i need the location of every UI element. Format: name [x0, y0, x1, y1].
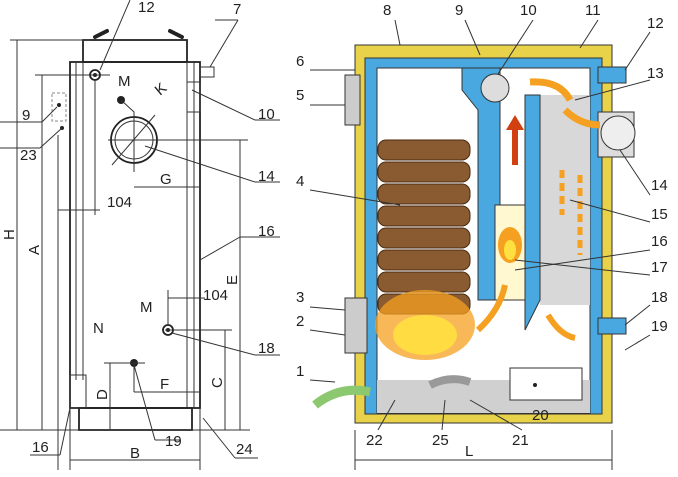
callout-14: 14 — [651, 177, 668, 194]
callout-25: 25 — [432, 432, 449, 449]
section-view: 8 9 10 11 12 6 13 5 14 4 15 16 17 3 18 2… — [296, 2, 668, 470]
handle-icon — [93, 29, 184, 39]
callout-24: 24 — [236, 441, 253, 458]
callout-7: 7 — [233, 1, 241, 18]
dim-D: D — [94, 389, 111, 400]
label-K: K — [152, 80, 171, 99]
door-5 — [344, 74, 361, 126]
boiler-body — [69, 61, 201, 409]
callout-17: 17 — [651, 259, 668, 276]
dim-H: H — [1, 229, 18, 240]
callout-23: 23 — [20, 147, 37, 164]
ash-pan-20 — [509, 367, 583, 401]
callout-12: 12 — [138, 0, 155, 16]
callout-10: 10 — [520, 2, 537, 19]
dim-G: G — [160, 171, 172, 188]
callout-18: 18 — [651, 289, 668, 306]
flow-arrow-up — [506, 115, 524, 165]
front-view: 12 7 9 23 10 14 16 18 19 16 24 H A E C D… — [0, 0, 280, 470]
callout-5: 5 — [296, 87, 304, 104]
callout-15: 15 — [651, 206, 668, 223]
flue-baffle — [461, 67, 501, 301]
callout-16-left: 16 — [32, 439, 49, 456]
callout-11: 11 — [585, 2, 601, 19]
callout-16-right: 16 — [258, 223, 275, 240]
dim-104-bottom: 104 — [203, 287, 228, 304]
callout-6: 6 — [296, 53, 304, 70]
valve-10 — [480, 73, 510, 103]
top-cap — [82, 39, 188, 63]
section-leader-lines — [309, 19, 651, 470]
callout-4: 4 — [296, 173, 304, 190]
callout-9: 9 — [22, 107, 30, 124]
callout-19: 19 — [651, 318, 668, 335]
dim-A: A — [26, 245, 43, 255]
callout-10: 10 — [258, 106, 275, 123]
fitting-7 — [199, 66, 215, 78]
callout-20: 20 — [532, 407, 549, 424]
cleanout-door — [69, 374, 87, 409]
dim-L: L — [465, 443, 473, 460]
callout-18: 18 — [258, 340, 275, 357]
callout-8: 8 — [383, 2, 391, 19]
dim-C: C — [209, 377, 226, 388]
dim-F: F — [160, 376, 169, 393]
air-inlet-arrow — [312, 385, 372, 409]
callout-9: 9 — [455, 2, 463, 19]
callout-22: 22 — [366, 432, 383, 449]
label-M-top: M — [118, 73, 131, 90]
callout-2: 2 — [296, 313, 304, 330]
dim-104-top: 104 — [107, 194, 132, 211]
callout-13: 13 — [647, 65, 664, 82]
door-3 — [344, 297, 368, 354]
dim-B: B — [130, 445, 140, 462]
callout-14: 14 — [258, 168, 275, 185]
callout-3: 3 — [296, 289, 304, 306]
callout-21: 21 — [512, 432, 529, 449]
callout-16: 16 — [651, 233, 668, 250]
label-N: N — [93, 320, 104, 337]
callout-12: 12 — [647, 15, 664, 32]
label-M-bottom: M — [140, 299, 153, 316]
dim-E: E — [224, 275, 241, 285]
dimension-lines — [0, 0, 280, 470]
base — [78, 407, 193, 431]
callout-19: 19 — [165, 433, 182, 450]
callout-1: 1 — [296, 363, 304, 380]
